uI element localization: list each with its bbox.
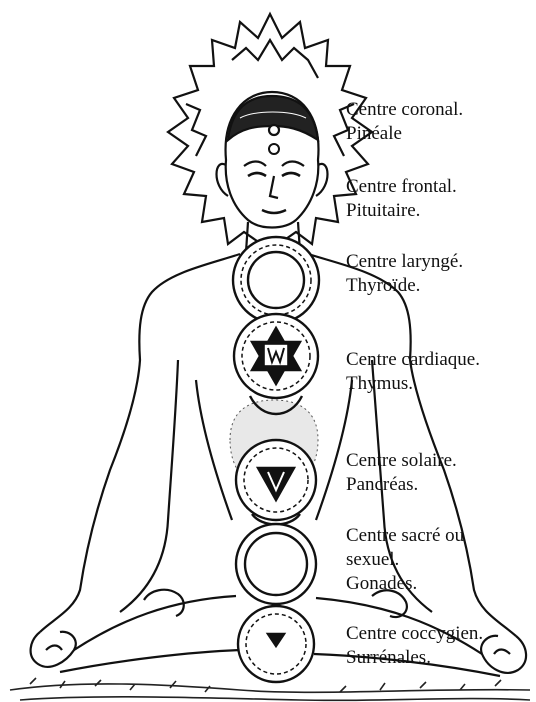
label-larynge: Centre laryngé. Thyroïde.	[346, 250, 463, 298]
root-chakra	[238, 606, 314, 682]
center-name: Centre sacré ou	[346, 524, 464, 548]
center-name: Centre laryngé.	[346, 250, 463, 274]
center-name: Centre coronal.	[346, 98, 463, 122]
solar-chakra	[236, 440, 316, 520]
label-coccygien: Centre coccygien. Surrénales.	[346, 622, 483, 670]
center-name-line2: sexuel.	[346, 548, 464, 572]
center-name: Centre solaire.	[346, 449, 457, 473]
head	[217, 92, 328, 228]
gland-name: Gonades.	[346, 572, 464, 596]
gland-name: Pituitaire.	[346, 199, 457, 223]
sacral-chakra	[236, 524, 316, 604]
gland-name: Pancréas.	[346, 473, 457, 497]
gland-name: Pinéale	[346, 122, 463, 146]
label-cardiaque: Centre cardiaque. Thymus.	[346, 348, 480, 396]
gland-name: Thymus.	[346, 372, 480, 396]
heart-chakra	[234, 314, 318, 398]
center-name: Centre coccygien.	[346, 622, 483, 646]
center-name: Centre cardiaque.	[346, 348, 480, 372]
throat-chakra	[233, 237, 319, 323]
gland-name: Thyroïde.	[346, 274, 463, 298]
label-sacre: Centre sacré ou sexuel. Gonades.	[346, 524, 464, 596]
gland-name: Surrénales.	[346, 646, 483, 670]
chakra-column	[233, 237, 319, 682]
label-frontal: Centre frontal. Pituitaire.	[346, 175, 457, 223]
center-name: Centre frontal.	[346, 175, 457, 199]
label-coronal: Centre coronal. Pinéale	[346, 98, 463, 146]
label-solaire: Centre solaire. Pancréas.	[346, 449, 457, 497]
